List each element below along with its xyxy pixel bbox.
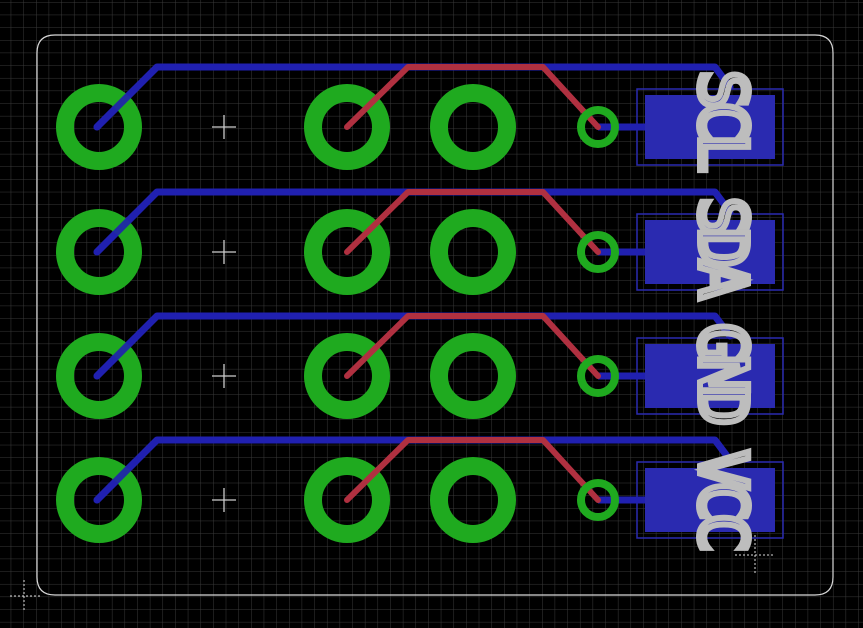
- top-trace: [344, 189, 601, 255]
- component-origin-cross: [212, 364, 236, 388]
- through-hole-pad: [56, 84, 142, 170]
- top-trace: [344, 313, 601, 379]
- board-outline: [36, 34, 834, 596]
- via: [577, 106, 619, 148]
- component-origin-cross: [212, 115, 236, 139]
- through-hole-pad: [56, 457, 142, 543]
- smd-pad: [645, 95, 775, 159]
- pcb-row-2: [56, 188, 784, 295]
- through-hole-pad: [304, 457, 390, 543]
- bottom-trace-pad-entry: [93, 85, 139, 131]
- through-hole-pad: [430, 209, 516, 295]
- via: [577, 355, 619, 397]
- through-hole-pad: [56, 333, 142, 419]
- silkscreen-label: SCL SDA GND VCC: [681, 67, 764, 558]
- through-hole-pad: [430, 457, 516, 543]
- through-hole-pad: [304, 333, 390, 419]
- through-hole-pad: [304, 209, 390, 295]
- smd-pad: [645, 468, 775, 532]
- pcb-row-3: [56, 312, 784, 419]
- smd-pad: [645, 220, 775, 284]
- smd-pad: [645, 344, 775, 408]
- bottom-trace-pad-entry: [93, 210, 139, 256]
- silkscreen-text: SCL SDA GND VCC: [684, 70, 761, 555]
- via: [577, 479, 619, 521]
- top-trace: [344, 64, 601, 130]
- via: [577, 231, 619, 273]
- top-trace: [344, 437, 601, 503]
- crosshair-marker: [735, 535, 775, 575]
- pcb-rows: [56, 63, 784, 543]
- component-origin-cross: [212, 240, 236, 264]
- through-hole-pad: [430, 333, 516, 419]
- origin-marker: [10, 580, 42, 612]
- bottom-trace-pad-entry: [93, 458, 139, 504]
- component-origin-cross: [212, 488, 236, 512]
- pcb-row-1: [56, 63, 784, 170]
- through-hole-pad: [304, 84, 390, 170]
- pcb-row-4: [56, 436, 784, 543]
- through-hole-pad: [56, 209, 142, 295]
- bottom-trace-pad-entry: [93, 334, 139, 380]
- through-hole-pad: [430, 84, 516, 170]
